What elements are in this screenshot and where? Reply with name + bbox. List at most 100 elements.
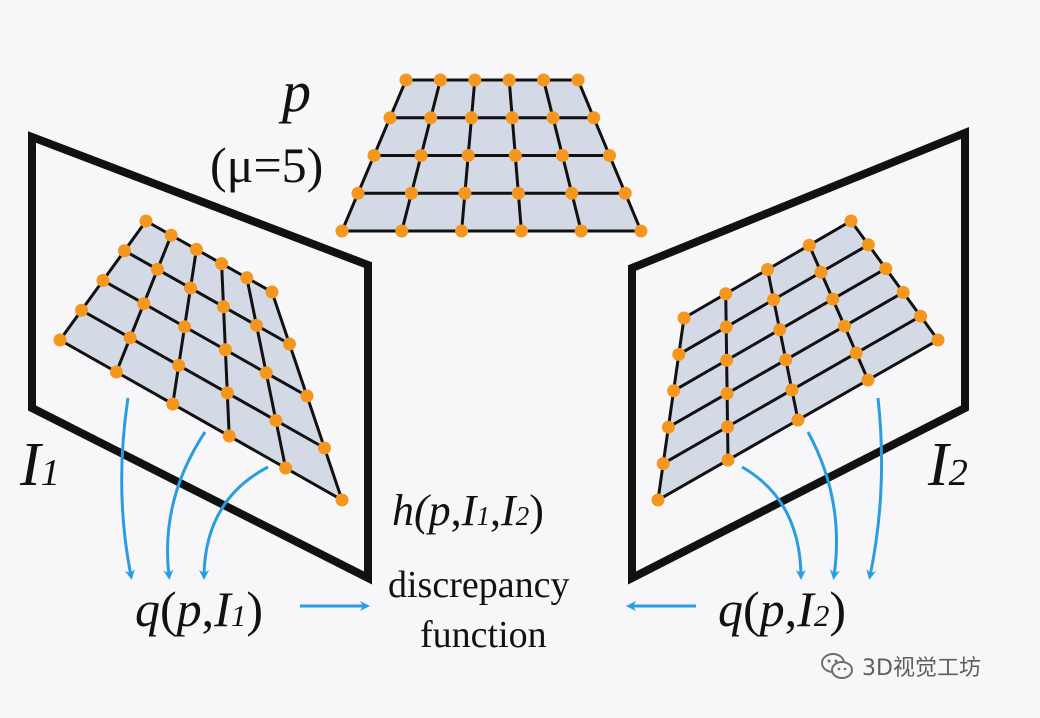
grid-img1-node [164, 228, 178, 242]
grid-img1-node [96, 274, 110, 287]
function-text: function [420, 614, 547, 656]
watermark-text: 3D视觉工坊 [862, 656, 981, 681]
grid-img1-node [217, 300, 230, 314]
grid-img2-node [849, 346, 863, 360]
grid-img2-node [931, 333, 945, 347]
q1-close: ) [246, 581, 263, 637]
grid-img1-node [53, 333, 67, 347]
q2-I: I [797, 581, 814, 637]
grid-img1-line [80, 308, 326, 450]
grid-img1-node [318, 441, 331, 455]
grid-img1-node [215, 257, 229, 271]
grid-img2-node [761, 263, 774, 276]
h-p: p [428, 486, 451, 535]
h-I1: I [461, 486, 477, 535]
grid-img1-line [102, 279, 308, 398]
projection-arrow-2c [866, 397, 884, 580]
grid-img1-node [259, 366, 273, 380]
grid-img1-node [151, 262, 164, 276]
q1-I-sub: 1 [230, 598, 247, 633]
wechat-icon [821, 653, 853, 679]
grid-3d-node [351, 186, 365, 200]
grid-img2-node [721, 453, 735, 467]
grid-img2-node [779, 353, 793, 367]
image-1-label-main: I [20, 431, 41, 499]
image-plane-1-frame [28, 131, 372, 585]
grid-3d-node [395, 224, 409, 238]
image-2-label-main: I [928, 431, 949, 499]
grid-img2-node [773, 323, 787, 337]
grid-3d-node [634, 224, 648, 238]
projection-arrow-2b [806, 431, 840, 580]
patch-grid-3d [335, 73, 648, 238]
grid-img1-node [269, 413, 283, 427]
grid-img2-node [791, 413, 805, 427]
h-I2-sub: 2 [515, 501, 530, 531]
h-prefix: h( [392, 486, 429, 535]
grid-img2-node [719, 287, 733, 301]
grid-img2-node [720, 387, 734, 400]
grid-img1-node [172, 358, 186, 372]
grid-img1-node [335, 493, 349, 507]
grid-3d-node [618, 186, 632, 200]
q1-label: q(p,I1) [135, 580, 263, 638]
grid-img2-node [720, 353, 734, 367]
patch-grid-image-2 [651, 214, 945, 507]
grid-img2-node [672, 347, 686, 361]
grid-img1-node [109, 365, 123, 379]
grid-3d-node [587, 111, 601, 125]
q2-close: ) [829, 581, 846, 637]
grid-3d-node [565, 186, 579, 200]
image-1-label: I1 [20, 430, 60, 501]
grid-img2-node [661, 420, 675, 434]
grid-img1-node [139, 214, 153, 228]
grid-img1-node [184, 281, 197, 295]
grid-img2-node [767, 293, 781, 307]
grid-img1-surface [57, 219, 345, 504]
grid-3d-node [555, 149, 569, 162]
patch-label-p: p [282, 59, 311, 124]
grid-img2-node [861, 373, 875, 387]
grid-img2-node [802, 238, 816, 252]
grid-img1-node [218, 343, 232, 357]
grid-3d-node [603, 149, 616, 162]
grid-img2-node [826, 292, 840, 306]
h-I1-sub: 1 [476, 501, 490, 531]
grid-3d-node [458, 186, 472, 200]
h-I2: I [500, 486, 516, 535]
grid-3d-node [335, 224, 349, 238]
grid-img1-node [123, 331, 137, 345]
grid-img1-node [166, 397, 180, 411]
watermark: 3D视觉工坊 [820, 650, 981, 682]
grid-3d-node [465, 111, 478, 125]
discrepancy-text: discrepancy [388, 564, 570, 606]
grid-3d-node [571, 73, 585, 87]
grid-img1-node [240, 271, 254, 285]
grid-img1-node [75, 303, 88, 317]
image-plane-2-frame [628, 127, 969, 585]
patch-grid-image-1 [53, 214, 349, 507]
q1-I: I [214, 581, 231, 637]
image-2-label: I2 [928, 430, 968, 501]
grid-3d-node [461, 149, 475, 162]
grid-img1-node [265, 285, 279, 299]
q2-I-sub: 2 [813, 598, 830, 633]
grid-img1-node [118, 244, 131, 258]
q2-q: q [718, 581, 743, 637]
grid-img2-node [861, 238, 875, 252]
h-suffix: ) [529, 486, 544, 535]
grid-3d-node [574, 224, 588, 238]
projection-arrow-1c [199, 465, 269, 580]
grid-3d-node [511, 186, 525, 200]
grid-3d-node [383, 111, 397, 125]
grid-3d-node [502, 73, 516, 87]
grid-img2-node [721, 420, 735, 434]
grid-img2-node [914, 309, 928, 323]
q1-open: ( [160, 581, 177, 637]
grid-img1-node [178, 320, 192, 334]
grid-3d-node [367, 149, 381, 162]
discrepancy-formula: h(p,I1,I2) [392, 485, 544, 536]
grid-img1-node [279, 461, 293, 475]
